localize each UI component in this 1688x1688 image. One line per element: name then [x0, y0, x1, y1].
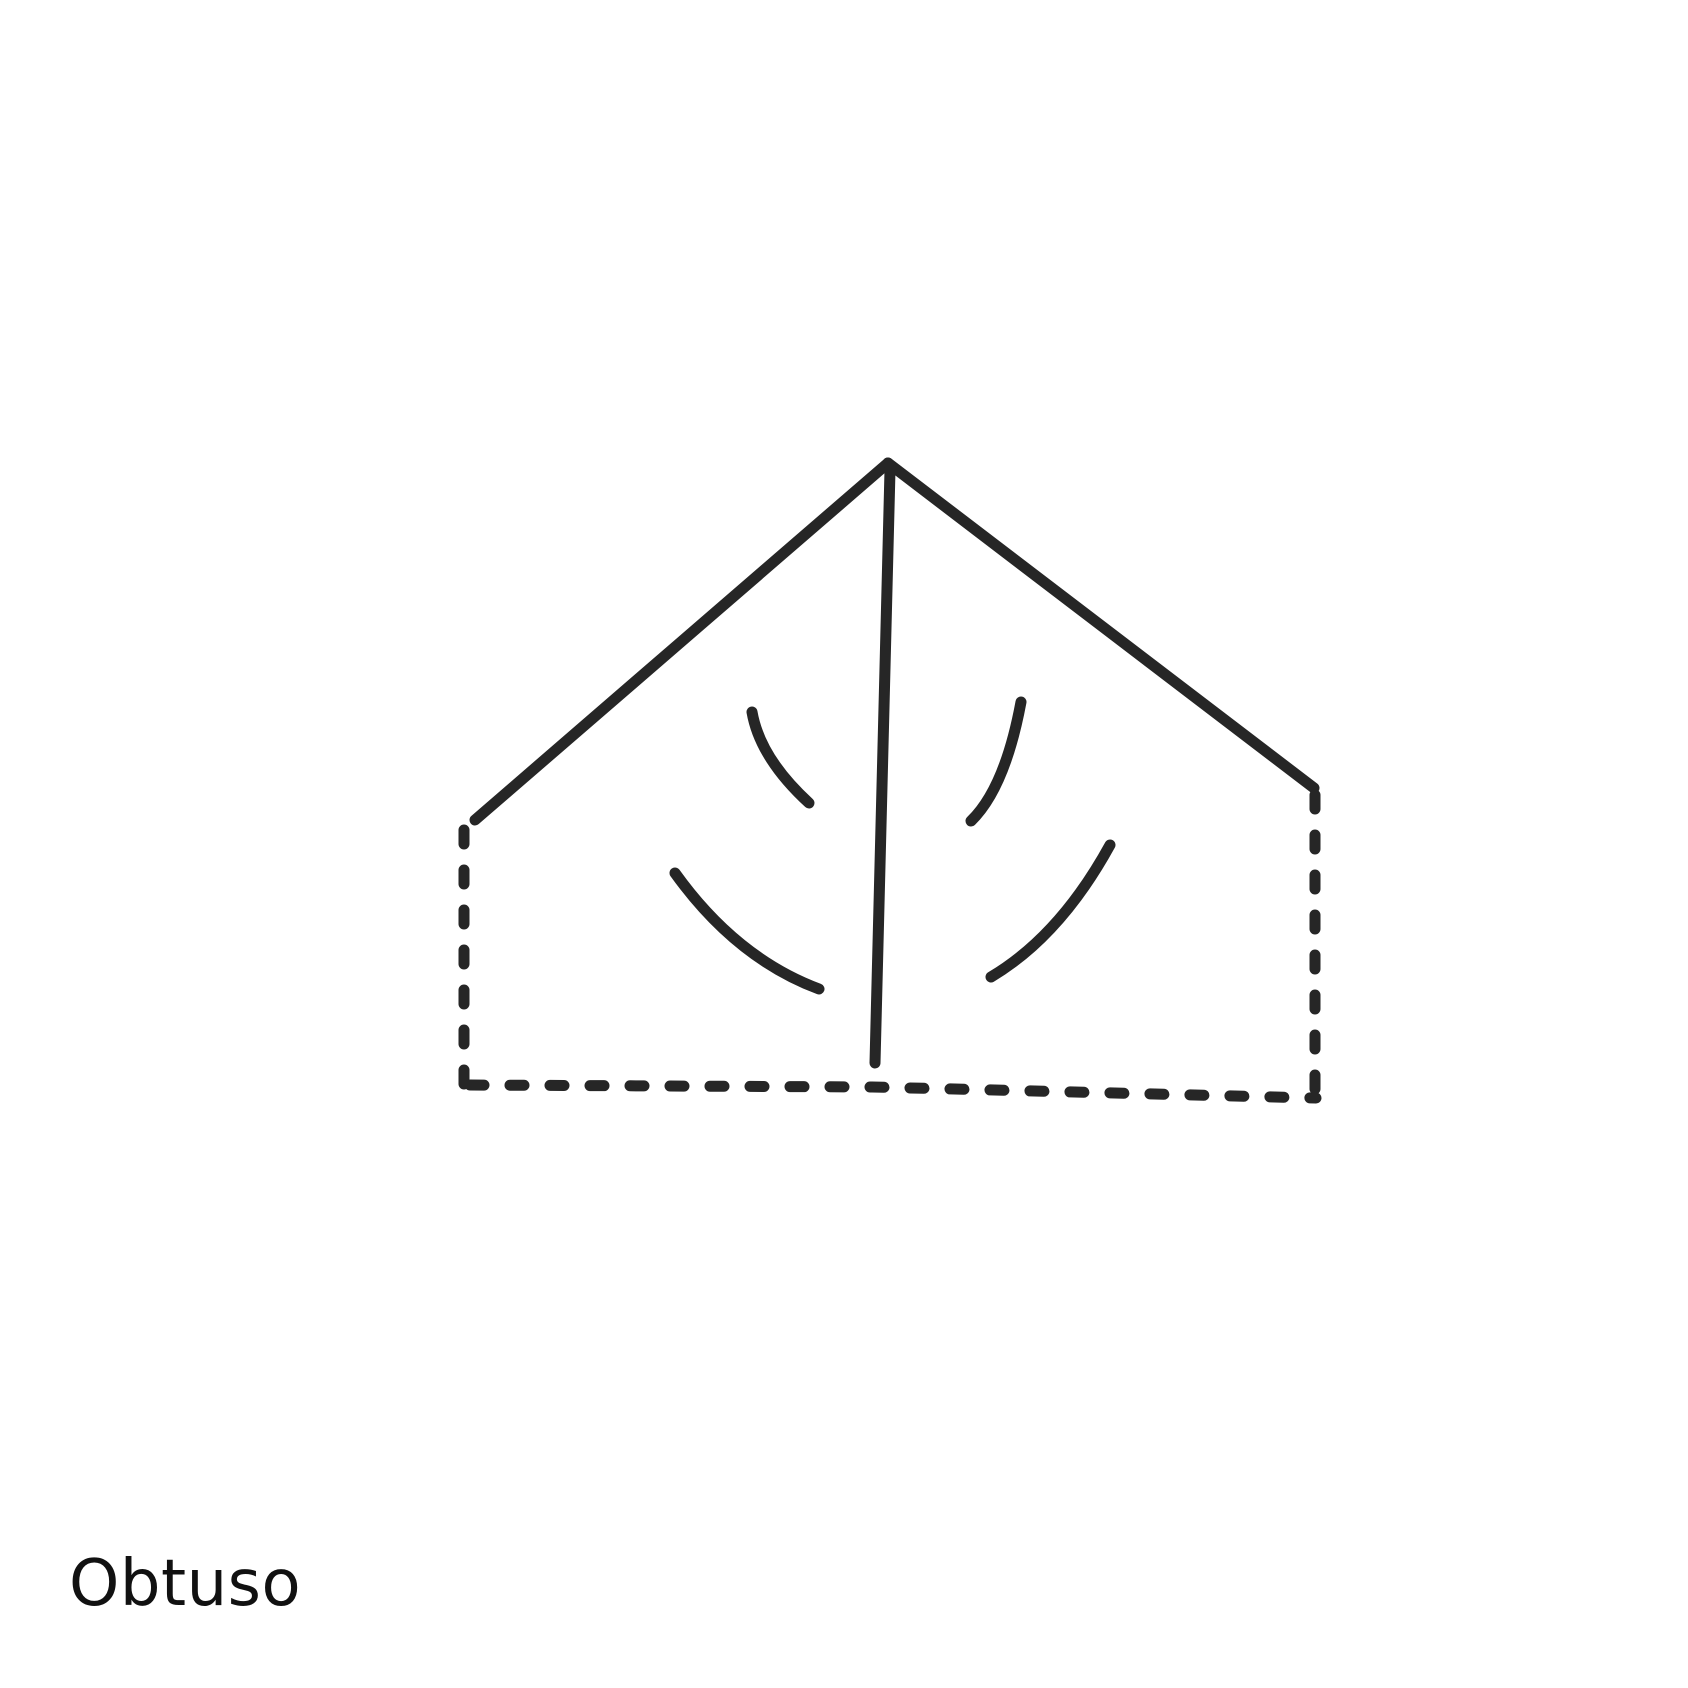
roof-left-slope — [469, 457, 894, 826]
vein-lower-left — [669, 867, 825, 995]
roof-right-slope — [882, 457, 1320, 794]
base-dashed — [464, 1079, 1322, 1104]
center-vein — [869, 464, 896, 1069]
caption-label: Obtuso — [69, 1547, 302, 1621]
vein-upper-left — [746, 706, 815, 809]
vein-upper-right — [965, 696, 1027, 827]
vein-lower-right — [985, 839, 1116, 983]
